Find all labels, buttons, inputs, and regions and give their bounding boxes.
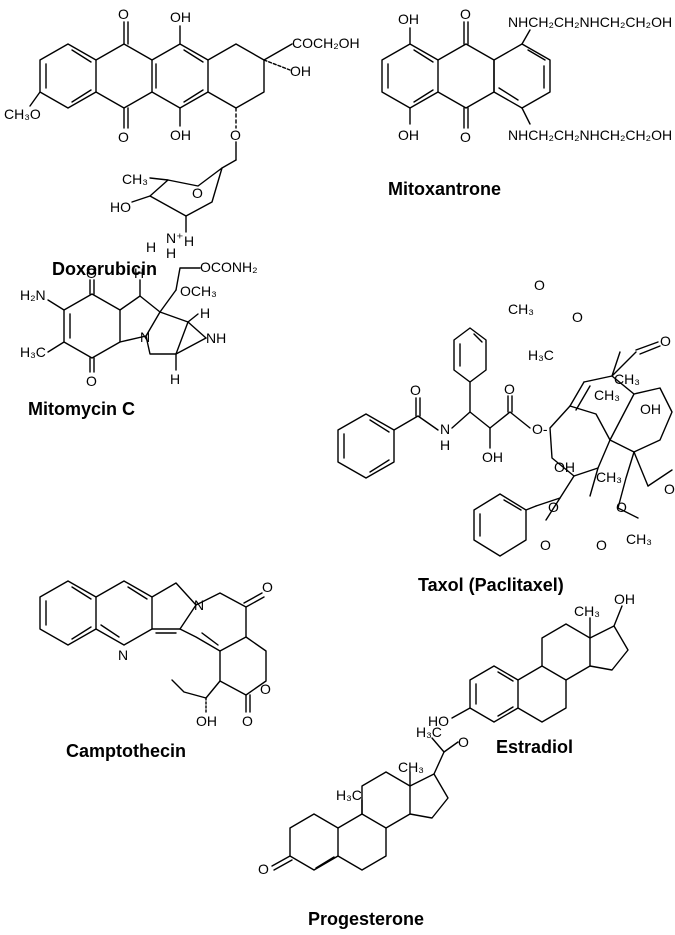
atom-label: N xyxy=(194,597,204,613)
atom-label: HO xyxy=(428,713,449,729)
atom-label: H₂N xyxy=(20,287,46,303)
atom-label: N xyxy=(440,421,450,437)
atom-label: H xyxy=(440,437,450,453)
atom-label: CH₃ xyxy=(596,469,622,485)
atom-label: COCH₂OH xyxy=(292,35,360,51)
atom-label: N xyxy=(118,647,128,663)
atom-label: O xyxy=(192,185,203,201)
caption-camptothecin: Camptothecin xyxy=(66,741,187,761)
atom-label: O xyxy=(86,373,97,389)
atom-label: CH₃ xyxy=(574,603,600,619)
atom-label: N⁺ xyxy=(166,230,184,246)
mitoxantrone-structure xyxy=(381,21,551,129)
atom-label: O- xyxy=(532,421,548,437)
atom-label: O xyxy=(460,129,471,145)
atom-label: O xyxy=(262,579,273,595)
mitomycin-structure xyxy=(47,267,207,373)
atom-label: OH xyxy=(196,713,217,729)
atom-label: OH xyxy=(640,401,661,417)
mitoxantrone-labels: OH O NHCH₂CH₂NHCH₂CH₂OH OH O NHCH₂CH₂NHC… xyxy=(398,6,672,145)
atom-label: O xyxy=(534,277,545,293)
atom-label: H xyxy=(170,371,180,387)
estradiol-structure xyxy=(451,605,629,723)
atom-label: N xyxy=(140,329,150,345)
atom-label: CH₃ xyxy=(122,171,148,187)
atom-label: H xyxy=(166,245,176,261)
progesterone-structure xyxy=(271,737,459,871)
atom-label: NH xyxy=(206,330,226,346)
atom-label: O xyxy=(540,537,551,553)
caption-estradiol: Estradiol xyxy=(496,737,574,757)
atom-label: O xyxy=(460,6,471,22)
atom-label: O xyxy=(118,129,129,145)
atom-label: H xyxy=(184,233,194,249)
progesterone-labels: H₃C O CH₃ H₃C O xyxy=(258,724,469,877)
atom-label: HO xyxy=(110,199,131,215)
atom-label: O xyxy=(664,481,675,497)
atom-label: CH₃ xyxy=(614,371,640,387)
atom-label: H₃C xyxy=(416,724,442,740)
atom-label: O xyxy=(258,861,269,877)
atom-label: CH₃ xyxy=(594,387,620,403)
mitomycin-labels: H₂N O H OCONH₂ OCH₃ H H₃C N NH O H xyxy=(20,259,258,389)
caption-mitoxantrone: Mitoxantrone xyxy=(388,179,502,199)
atom-label: OH xyxy=(170,127,191,143)
taxol-structure xyxy=(337,327,673,557)
atom-label: H xyxy=(134,265,144,281)
atom-label: O xyxy=(410,382,421,398)
atom-label: OH xyxy=(290,63,311,79)
doxorubicin-labels: O OH COCH₂OH OH CH₃O O OH O CH₃ O HO H N… xyxy=(4,6,360,261)
atom-label: H₃C xyxy=(528,347,554,363)
atom-label: O xyxy=(118,6,129,22)
atom-label: OH xyxy=(614,591,635,607)
atom-label: O xyxy=(260,681,271,697)
caption-progesterone: Progesterone xyxy=(308,909,425,929)
atom-label: H xyxy=(146,239,156,255)
atom-label: O xyxy=(504,381,515,397)
atom-label: CH₃O xyxy=(4,106,41,122)
caption-taxol: Taxol (Paclitaxel) xyxy=(418,575,564,595)
atom-label: H xyxy=(200,305,210,321)
atom-label: CH₃ xyxy=(398,759,424,775)
atom-label: H₃C xyxy=(336,787,362,803)
atom-label: O xyxy=(242,713,253,729)
atom-label: O xyxy=(230,127,241,143)
atom-label: CH₃ xyxy=(626,531,652,547)
atom-label: OH xyxy=(554,459,575,475)
atom-label: O xyxy=(660,333,671,349)
caption-mitomycin: Mitomycin C xyxy=(28,399,136,419)
atom-label: O xyxy=(86,265,97,281)
atom-label: OH xyxy=(398,11,419,27)
atom-label: O xyxy=(572,309,583,325)
atom-label: O xyxy=(458,734,469,750)
camptothecin-structure xyxy=(39,580,267,713)
atom-label: OH xyxy=(170,9,191,25)
taxol-labels: O CH₃ O O H₃C CH₃ CH₃ OH O N H O O- OH O… xyxy=(410,277,675,553)
atom-label: H₃C xyxy=(20,344,46,360)
caption-doxorubicin: Doxorubicin xyxy=(52,259,158,279)
estradiol-labels: CH₃ OH HO xyxy=(428,591,635,729)
atom-label: O xyxy=(596,537,607,553)
atom-label: NHCH₂CH₂NHCH₂CH₂OH xyxy=(508,127,672,143)
doxorubicin-structure xyxy=(29,21,293,233)
atom-label: NHCH₂CH₂NHCH₂CH₂OH xyxy=(508,14,672,30)
camptothecin-labels: N N O O O OH xyxy=(118,579,273,729)
atom-label: CH₃ xyxy=(508,301,534,317)
atom-label: O xyxy=(548,499,559,515)
atom-label: OCH₃ xyxy=(180,283,217,299)
atom-label: OH xyxy=(482,449,503,465)
atom-label: O xyxy=(616,499,627,515)
atom-label: OH xyxy=(398,127,419,143)
atom-label: OCONH₂ xyxy=(200,259,258,275)
